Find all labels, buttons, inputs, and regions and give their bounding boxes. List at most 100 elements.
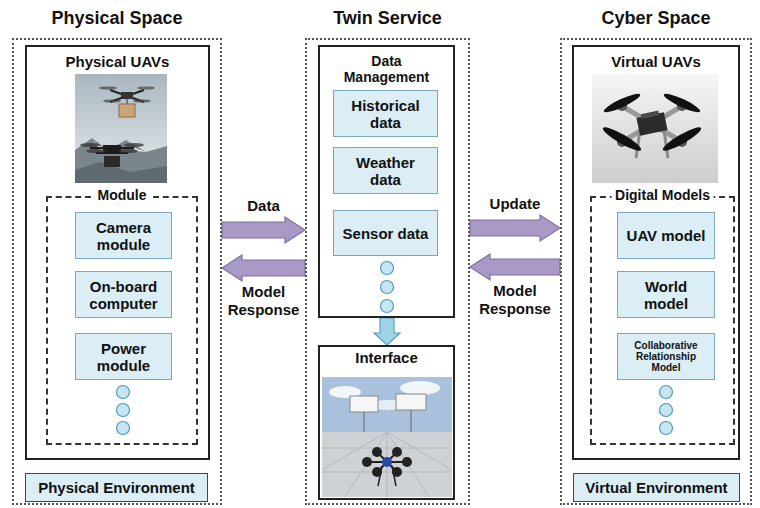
drone-photo-part (75, 138, 167, 183)
interface-screenshot-part (322, 472, 452, 473)
drone-photo-part (75, 74, 167, 183)
virtual-uav-render (592, 74, 718, 183)
box-label: Collaborative Relationship Model (623, 340, 709, 373)
module-box: Camera module (75, 212, 172, 259)
box-title: Module (94, 187, 151, 203)
virtual-uav-render-part (661, 124, 704, 154)
environment-box: Virtual Environment (573, 473, 740, 502)
drone-photo-part (103, 99, 121, 102)
ellipsis-dots-part (381, 262, 394, 275)
drone-photo (75, 74, 167, 183)
container-box: Camera moduleOn-board computerPower modu… (25, 45, 210, 460)
interface-screenshot-part (364, 412, 365, 432)
interface-screenshot-part (396, 394, 426, 410)
arrow-label: Update (470, 195, 560, 213)
box-title: Physical UAVs (27, 53, 208, 70)
virtual-uav-render-part (641, 110, 660, 119)
module-box: World model (617, 271, 715, 318)
box-label: On-board computer (81, 278, 166, 312)
interface-screenshot-part (382, 457, 392, 467)
space-region: Camera moduleOn-board computerPower modu… (12, 38, 222, 505)
interface-screenshot-part (322, 432, 452, 497)
ellipsis-dots-part (381, 300, 394, 313)
arrow-label: Model Response (475, 282, 555, 318)
module-box: UAV model (617, 212, 715, 259)
virtual-uav-render-part (592, 74, 718, 183)
drone-photo-part (137, 86, 155, 89)
box-title: Virtual UAVs (574, 53, 738, 70)
module-box: Power module (75, 333, 172, 380)
virtual-uav-render-part (602, 91, 642, 115)
module-box: Sensor data (333, 210, 438, 256)
box-title: Interface (320, 349, 453, 366)
ellipsis-dots-part (117, 386, 130, 399)
interface-screenshot-part (345, 432, 387, 497)
interface-screenshot-part (322, 448, 452, 449)
container-box: Historical dataWeather dataSensor data Da… (318, 45, 455, 318)
drone-photo-part (86, 149, 106, 153)
interface-screenshot-part (322, 432, 387, 470)
arrow-label: Model Response (224, 283, 304, 319)
interface-screenshot-part (372, 447, 382, 457)
drone-photo-part (127, 99, 128, 104)
interface-screenshot-part (400, 381, 440, 395)
drone-photo-part (75, 162, 167, 183)
interface-screenshot-part (392, 447, 402, 457)
block-arrow (222, 255, 305, 281)
space-heading: Cyber Space (562, 8, 750, 29)
virtual-uav-render-part (601, 124, 644, 154)
drone-photo-part (133, 99, 151, 102)
ellipsis-dots-part (660, 404, 673, 417)
box-label: World model (623, 278, 709, 312)
interface-screenshot-part (402, 457, 412, 467)
block-arrow (470, 215, 560, 241)
block-arrow (222, 217, 305, 243)
module-box: On-board computer (75, 271, 172, 318)
space-heading: Twin Service (307, 8, 468, 29)
interface-screenshot-part (392, 466, 396, 486)
box-label: Sensor data (343, 225, 429, 242)
interface-screenshot-part (362, 457, 372, 467)
interface-screenshot-part (350, 396, 378, 412)
box-title: Data Management (337, 53, 437, 85)
drone-photo-part (99, 86, 117, 89)
box-label: Historical data (339, 97, 432, 131)
space-heading: Physical Space (14, 8, 220, 29)
ellipsis-dots-part (117, 404, 130, 417)
drone-photo-part (104, 156, 120, 167)
drone-photo-part (119, 104, 135, 117)
box-label: Physical Environment (38, 479, 195, 496)
block-arrow (470, 254, 560, 280)
dashed-group: UAV modelWorld modelCollaborative Relati… (590, 196, 735, 445)
drone-photo-part (118, 149, 138, 153)
dashed-group: Camera moduleOn-board computerPower modu… (46, 196, 198, 445)
module-box: Historical data (333, 90, 438, 137)
module-box: Weather data (333, 147, 438, 194)
environment-box: Physical Environment (25, 473, 208, 502)
interface-screenshot-part (378, 466, 382, 486)
virtual-uav-render-part (662, 91, 702, 115)
box-label: Power module (81, 340, 166, 374)
virtual-uav-render-part (622, 106, 682, 142)
container-box: UAV modelWorld modelCollaborative Relati… (572, 45, 740, 460)
block-arrow (374, 318, 400, 345)
interface-screenshot-part (322, 377, 452, 432)
drone-photo-part (124, 143, 144, 147)
box-label: UAV model (627, 227, 706, 244)
space-region: Historical dataWeather dataSensor data Da… (305, 38, 470, 505)
container-box: Interface (318, 345, 455, 500)
interface-screenshot (322, 377, 452, 497)
module-box: Collaborative Relationship Model (617, 333, 715, 380)
drone-photo-part (80, 143, 100, 147)
box-label: Virtual Environment (585, 479, 727, 496)
space-region: UAV modelWorld modelCollaborative Relati… (560, 38, 752, 505)
virtual-uav-render-part (622, 106, 682, 142)
drone-photo-part (103, 145, 121, 154)
drone-photo-part (121, 92, 133, 99)
box-title: Digital Models (611, 187, 714, 203)
arrow-label: Data (219, 197, 309, 215)
interface-screenshot-part (387, 432, 452, 470)
ellipsis-dots-part (381, 281, 394, 294)
box-label: Camera module (81, 219, 166, 253)
